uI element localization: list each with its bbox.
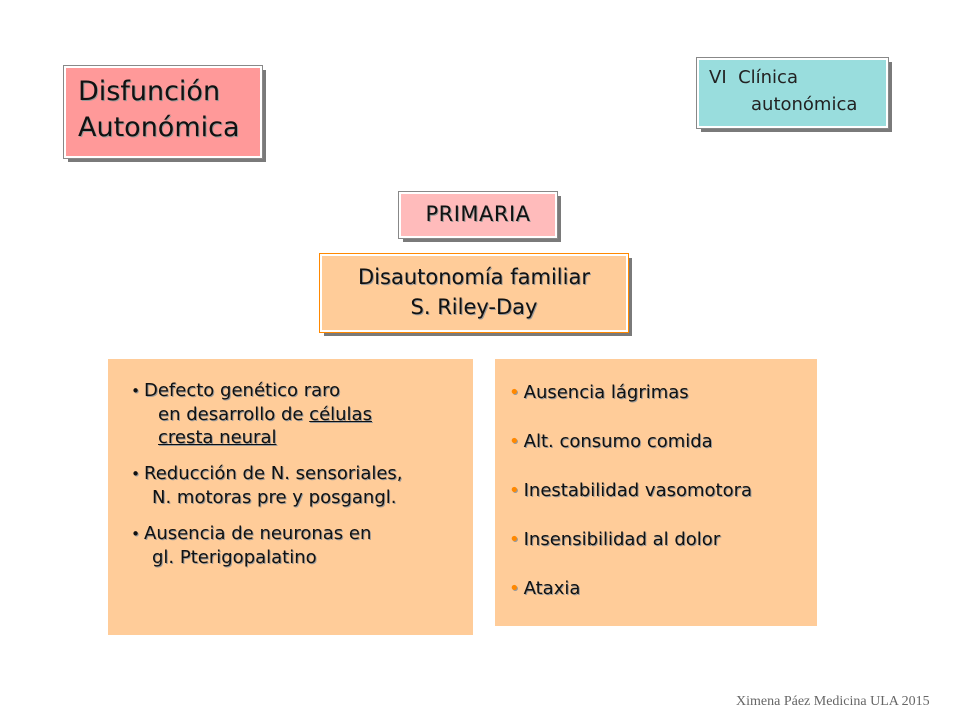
bullet-icon: • (131, 465, 140, 483)
list-item: •Alt. consumo comida (509, 431, 713, 452)
title-box: Disfunción Autonómica (63, 65, 263, 159)
bullet-icon: • (131, 525, 140, 543)
title-line-1: Disfunción (78, 76, 221, 107)
title-line-2: Autonómica (78, 112, 240, 143)
section-line-1: VI Clínica (709, 67, 798, 88)
disease-line-2: S. Riley-Day (410, 295, 538, 319)
bullet-icon: • (509, 578, 520, 599)
clinical-signs-panel: •Ausencia lágrimas •Alt. consumo comida … (495, 359, 817, 626)
list-item: •Ausencia lágrimas (509, 382, 689, 403)
footer-credit: Ximena Páez Medicina ULA 2015 (736, 694, 930, 709)
list-item: •Reducción de N. sensoriales, N. motoras… (120, 462, 473, 509)
primaria-label: PRIMARIA (425, 202, 531, 226)
bullet-icon: • (131, 382, 140, 400)
list-item: •Defecto genético raro en desarrollo de … (120, 379, 473, 449)
bullet-icon: • (509, 431, 520, 452)
bullet-icon: • (509, 382, 520, 403)
list-item: •Ausencia de neuronas en gl. Pterigopala… (120, 522, 473, 569)
bullet-icon: • (509, 529, 520, 550)
pathology-panel: •Defecto genético raro en desarrollo de … (108, 359, 473, 635)
list-item: •Insensibilidad al dolor (509, 529, 721, 550)
section-label-box: VI Clínica autonómica (696, 57, 889, 129)
section-line-2: autonómica (751, 94, 858, 115)
list-item: •Inestabilidad vasomotora (509, 480, 753, 501)
primaria-box: PRIMARIA (398, 191, 558, 239)
disease-box: Disautonomía familiar S. Riley-Day (319, 253, 629, 333)
list-item: •Ataxia (509, 578, 581, 599)
bullet-icon: • (509, 480, 520, 501)
disease-line-1: Disautonomía familiar (358, 265, 590, 289)
